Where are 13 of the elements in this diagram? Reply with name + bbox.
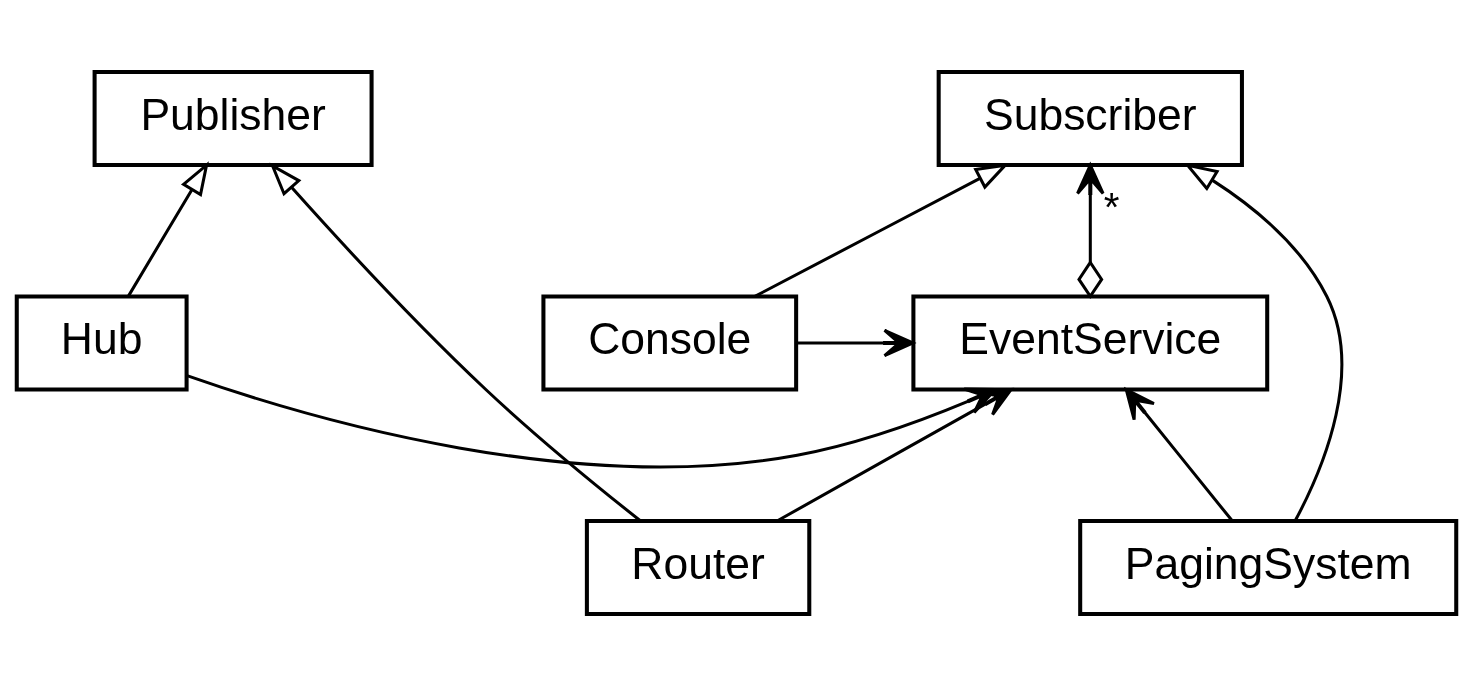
node-box: Console [541, 294, 799, 392]
edge-label: * [1103, 184, 1120, 231]
node-box: Publisher [92, 70, 374, 168]
arrow [1076, 163, 1105, 300]
arrow [1124, 388, 1234, 522]
arrow [796, 328, 915, 358]
node-box: Hub [14, 294, 189, 392]
arrow [126, 161, 209, 298]
node-box: Subscriber [936, 70, 1244, 168]
node-box: PagingSystem [1078, 518, 1459, 616]
arrow [269, 162, 641, 522]
node-box: EventService [911, 294, 1270, 392]
node-box: Router [584, 518, 812, 616]
